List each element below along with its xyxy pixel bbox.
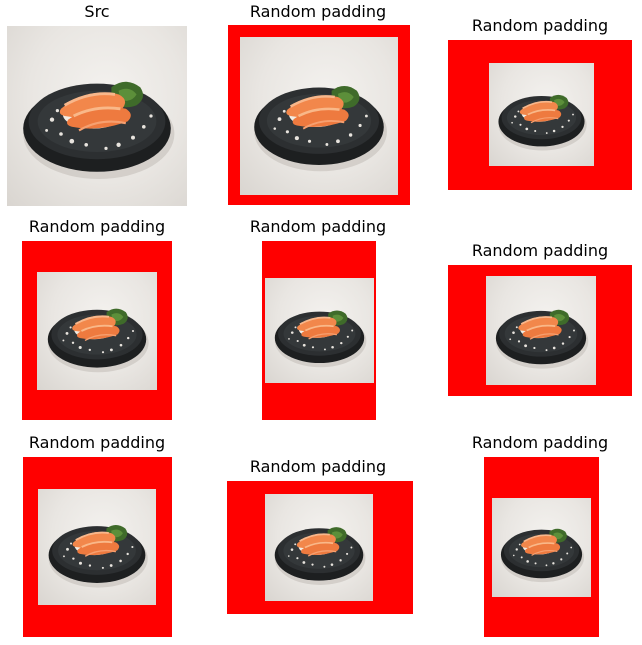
panel-title: Random padding: [249, 217, 387, 236]
panel-title: Random padding: [28, 433, 166, 452]
panel-title: Random padding: [471, 433, 609, 452]
sushi-plate-image: [7, 26, 187, 206]
sushi-plate-image: [265, 278, 374, 383]
panel-title: Random padding: [28, 217, 166, 236]
sushi-plate-image: [240, 37, 398, 195]
sushi-plate-image: [486, 276, 596, 385]
sushi-plate-image: [265, 494, 373, 601]
sushi-plate-image: [38, 489, 156, 605]
panel-title: Random padding: [471, 241, 609, 260]
sushi-plate-image: [492, 498, 591, 597]
sushi-plate-image: [37, 272, 157, 390]
panel-title: Random padding: [249, 457, 387, 476]
sushi-plate-image: [489, 63, 594, 166]
panel-title: Src: [84, 2, 110, 21]
panel-title: Random padding: [471, 16, 609, 35]
panel-title: Random padding: [249, 2, 387, 21]
